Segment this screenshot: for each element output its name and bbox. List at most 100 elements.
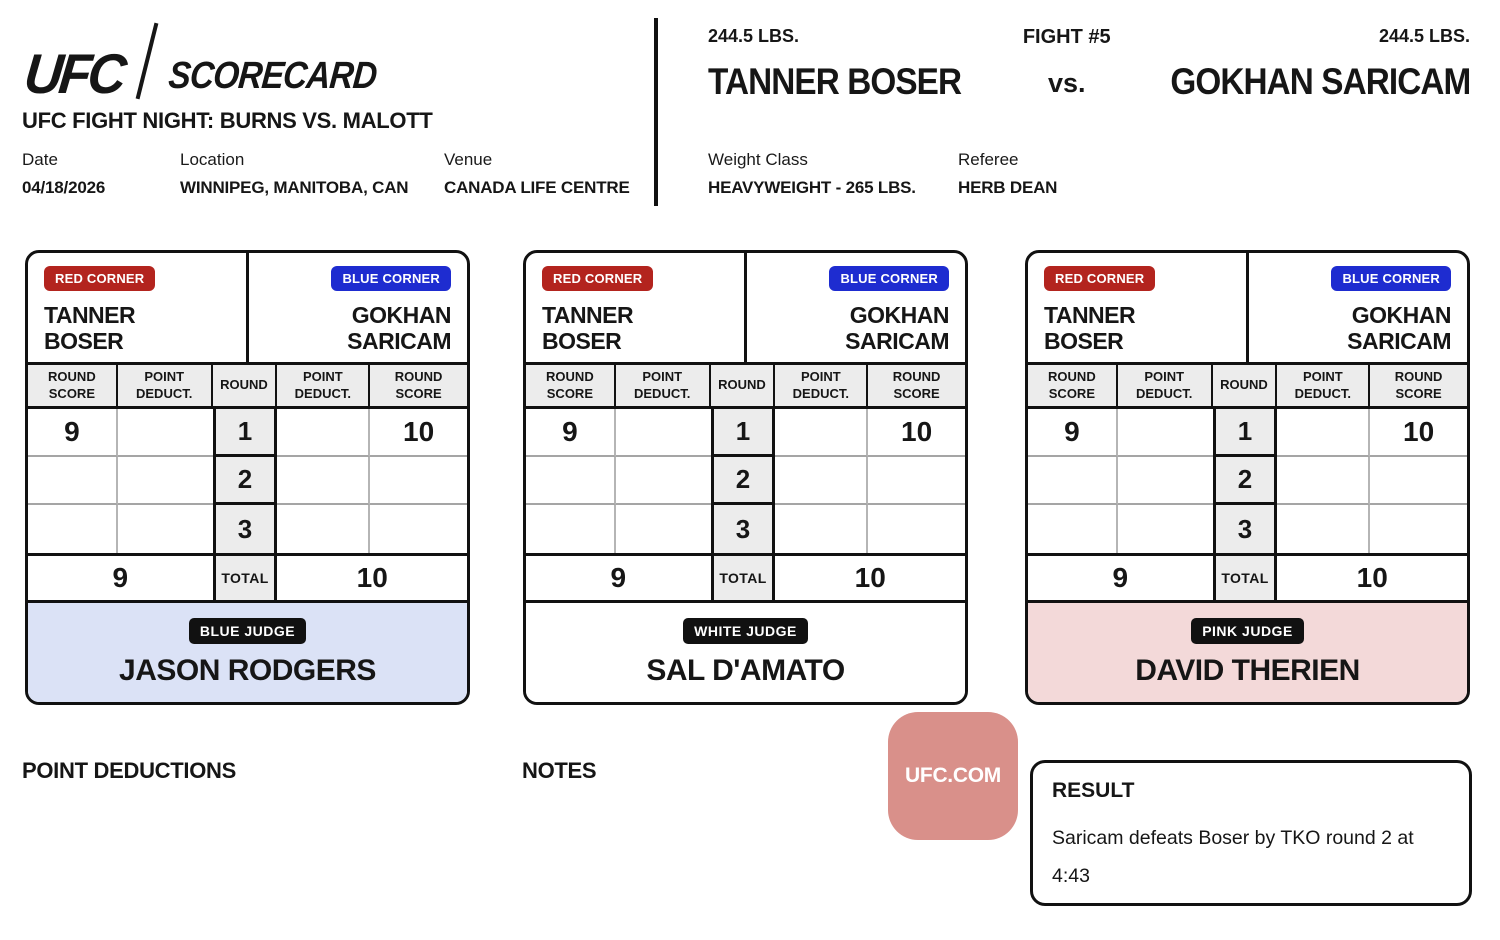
column-header-round: ROUND	[1212, 365, 1278, 406]
blue-round-2-deduct	[1277, 457, 1371, 505]
column-header-red-point-deduct: POINT DEDUCT.	[1117, 365, 1213, 406]
column-header-red-point-deduct: POINT DEDUCT.	[117, 365, 213, 406]
judge-badge: BLUE JUDGE	[188, 617, 307, 644]
event-date-block: Date 04/18/2026	[22, 150, 105, 198]
blue-round-2-deduct	[277, 457, 371, 505]
blue-fighter-name: GOKHAN SARICAM	[1347, 302, 1451, 355]
round-3-row: 3	[28, 505, 467, 553]
round-3-cell: 3	[212, 505, 278, 553]
red-total-score: 9	[610, 562, 627, 593]
fighters-header: RED CORNER TANNER BOSER BLUE CORNER GOKH…	[526, 253, 965, 365]
blue-round-3-deduct	[775, 505, 869, 553]
blue-fighter-name: GOKHAN SARICAM	[347, 302, 451, 355]
judge-footer: PINK JUDGE DAVID THERIEN	[1028, 600, 1467, 702]
blue-round-3-score	[370, 505, 467, 553]
column-header-red-round-score: ROUND SCORE	[1028, 365, 1118, 406]
judge-name: SAL D'AMATO	[646, 653, 845, 687]
score-table-header: ROUND SCORE POINT DEDUCT. ROUND POINT DE…	[526, 365, 965, 409]
red-round-1-deduct	[615, 409, 711, 457]
corner-divider	[1246, 253, 1249, 362]
venue-label: Venue	[444, 150, 493, 169]
total-label: TOTAL	[710, 556, 776, 600]
column-header-blue-point-deduct: POINT DEDUCT.	[775, 365, 869, 406]
event-title: UFC FIGHT NIGHT: BURNS VS. MALOTT	[22, 108, 433, 133]
round-3-row: 3	[1028, 505, 1467, 553]
event-venue-block: Venue CANADA LIFE CENTRE	[444, 150, 630, 198]
blue-fighter-first-name: GOKHAN	[849, 302, 950, 328]
red-fighter-last-name: BOSER	[542, 328, 622, 355]
date-label: Date	[22, 150, 58, 169]
red-fighter-first-name: TANNER	[44, 302, 136, 328]
referee-label: Referee	[958, 150, 1019, 169]
judge-name: JASON RODGERS	[119, 653, 376, 687]
red-round-1-deduct	[117, 409, 213, 457]
column-header-round: ROUND	[710, 365, 776, 406]
round-2-cell: 2	[710, 457, 776, 505]
scorecard-logo-text: SCORECARD	[166, 55, 379, 97]
judge-footer: BLUE JUDGE JASON RODGERS	[28, 600, 467, 702]
bout-header: 244.5 LBS. FIGHT #5 244.5 LBS. TANNER BO…	[708, 26, 1471, 103]
header-vertical-divider	[654, 18, 658, 206]
blue-round-3-deduct	[277, 505, 371, 553]
red-fighter-name: TANNER BOSER	[542, 302, 730, 355]
total-label: TOTAL	[1212, 556, 1278, 600]
column-header-blue-round-score: ROUND SCORE	[868, 365, 965, 406]
blue-corner-badge: BLUE CORNER	[829, 266, 949, 291]
date-value: 04/18/2026	[22, 178, 106, 197]
column-header-blue-point-deduct: POINT DEDUCT.	[1277, 365, 1371, 406]
red-round-1-score: 9	[1028, 409, 1118, 457]
corner-divider	[246, 253, 249, 362]
judge-footer: WHITE JUDGE SAL D'AMATO	[526, 600, 965, 702]
red-round-3-deduct	[1118, 505, 1213, 553]
blue-fighter-weight: 244.5 LBS.	[1378, 26, 1470, 46]
scorecard-blue-judge: RED CORNER TANNER BOSER BLUE CORNER GOKH…	[25, 250, 470, 705]
red-total-score: 9	[112, 562, 129, 593]
round-3-cell: 3	[1212, 505, 1278, 553]
ufc-logo-text: UFC	[21, 42, 126, 106]
venue-value: CANADA LIFE CENTRE	[444, 178, 630, 197]
judge-badge: PINK JUDGE	[1191, 617, 1304, 644]
red-corner-panel: RED CORNER TANNER BOSER	[1028, 253, 1248, 362]
round-2-cell: 2	[212, 457, 278, 505]
red-round-3-score	[526, 505, 616, 553]
referee-value: HERB DEAN	[958, 178, 1058, 197]
column-header-red-round-score: ROUND SCORE	[28, 365, 118, 406]
round-2-row: 2	[526, 457, 965, 505]
weight-class-label: Weight Class	[708, 150, 808, 169]
red-corner-panel: RED CORNER TANNER BOSER	[526, 253, 746, 362]
red-round-2-score	[28, 457, 118, 505]
round-1-row: 9 1 10	[526, 409, 965, 457]
red-fighter-weight: 244.5 LBS.	[708, 26, 800, 46]
blue-total-score: 10	[854, 562, 886, 593]
blue-corner-panel: BLUE CORNER GOKHAN SARICAM	[746, 253, 966, 362]
blue-round-3-deduct	[1277, 505, 1371, 553]
round-2-cell: 2	[1212, 457, 1278, 505]
red-corner-badge: RED CORNER	[542, 266, 654, 291]
blue-total-score: 10	[356, 562, 388, 593]
blue-round-1-deduct	[1277, 409, 1371, 457]
blue-fighter-last-name: SARICAM	[845, 328, 949, 355]
red-round-3-deduct	[616, 505, 711, 553]
red-round-2-deduct	[1117, 457, 1213, 505]
point-deductions-label: POINT DEDUCTIONS	[22, 758, 236, 783]
column-header-blue-round-score: ROUND SCORE	[1370, 365, 1467, 406]
red-round-1-deduct	[1117, 409, 1213, 457]
weight-class-block: Weight Class HEAVYWEIGHT - 265 LBS.	[708, 150, 916, 198]
blue-total-score: 10	[1356, 562, 1388, 593]
column-header-red-point-deduct: POINT DEDUCT.	[615, 365, 711, 406]
scorecard-white-judge: RED CORNER TANNER BOSER BLUE CORNER GOKH…	[523, 250, 968, 705]
blue-corner-badge: BLUE CORNER	[331, 266, 451, 291]
round-3-cell: 3	[710, 505, 776, 553]
column-header-round: ROUND	[212, 365, 278, 406]
round-2-row: 2	[28, 457, 467, 505]
location-value: WINNIPEG, MANITOBA, CAN	[180, 178, 409, 197]
red-round-2-score	[1028, 457, 1118, 505]
red-round-3-score	[1028, 505, 1118, 553]
blue-round-2-score	[868, 457, 965, 505]
red-round-3-deduct	[118, 505, 213, 553]
red-round-2-score	[526, 457, 616, 505]
fighters-header: RED CORNER TANNER BOSER BLUE CORNER GOKH…	[1028, 253, 1467, 365]
blue-round-1-deduct	[277, 409, 371, 457]
blue-round-2-score	[1370, 457, 1467, 505]
round-3-row: 3	[526, 505, 965, 553]
